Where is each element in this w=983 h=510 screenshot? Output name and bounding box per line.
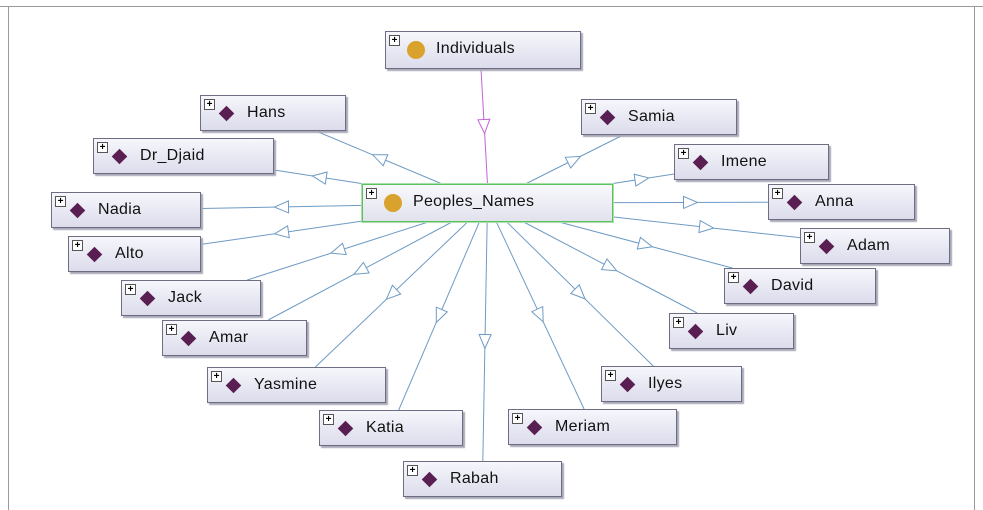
- plus-box-icon[interactable]: +: [512, 413, 523, 424]
- instance-arrow-adam: [698, 219, 715, 234]
- node-yasmine[interactable]: + Yasmine: [207, 367, 386, 403]
- individual-diamond-icon: [69, 202, 86, 219]
- individual-diamond-icon: [111, 148, 128, 165]
- node-rabah[interactable]: + Rabah: [403, 461, 562, 497]
- node-adam[interactable]: + Adam: [800, 228, 950, 264]
- node-label: Hans: [247, 104, 286, 121]
- individual-diamond-icon: [218, 105, 235, 122]
- plus-box-icon[interactable]: +: [204, 99, 215, 110]
- view-left-border: [8, 6, 9, 510]
- node-label: Peoples_Names: [413, 193, 535, 210]
- node-david[interactable]: + David: [724, 268, 876, 304]
- node-label: Anna: [815, 193, 854, 210]
- individual-diamond-icon: [180, 330, 197, 347]
- plus-box-icon[interactable]: +: [804, 232, 815, 243]
- view-top-border: [0, 6, 983, 7]
- class-circle-icon: [407, 41, 425, 59]
- class-circle-icon: [384, 194, 402, 212]
- plus-box-icon[interactable]: +: [728, 272, 739, 283]
- instance-arrow-katia: [435, 306, 449, 324]
- node-liv[interactable]: + Liv: [669, 313, 794, 349]
- plus-box-icon[interactable]: +: [72, 240, 83, 251]
- node-meriam[interactable]: + Meriam: [508, 409, 677, 445]
- node-label: Imene: [721, 153, 767, 170]
- node-label: Amar: [209, 329, 249, 346]
- plus-box-icon[interactable]: +: [605, 370, 616, 381]
- plus-box-icon[interactable]: +: [389, 35, 400, 46]
- node-label: Samia: [628, 108, 675, 125]
- node-samia[interactable]: + Samia: [581, 99, 737, 135]
- plus-box-icon[interactable]: +: [55, 196, 66, 207]
- individual-diamond-icon: [742, 278, 759, 295]
- individual-diamond-icon: [619, 376, 636, 393]
- individual-diamond-icon: [786, 194, 803, 211]
- instance-arrow-yasmine: [385, 284, 402, 301]
- individual-diamond-icon: [337, 420, 354, 437]
- node-dr-djaid[interactable]: + Dr_Djaid: [93, 138, 274, 174]
- plus-box-icon[interactable]: +: [585, 103, 596, 114]
- plus-box-icon[interactable]: +: [366, 188, 377, 199]
- plus-box-icon[interactable]: +: [407, 465, 418, 476]
- node-nadia[interactable]: + Nadia: [51, 192, 201, 228]
- individual-diamond-icon: [526, 419, 543, 436]
- individual-diamond-icon: [139, 290, 156, 307]
- node-imene[interactable]: + Imene: [674, 144, 829, 180]
- individual-diamond-icon: [687, 323, 704, 340]
- node-label: Rabah: [450, 470, 499, 487]
- plus-box-icon[interactable]: +: [323, 414, 334, 425]
- node-alto[interactable]: + Alto: [68, 236, 201, 272]
- instance-arrow-ilyes: [569, 283, 586, 300]
- instance-arrow-samia: [564, 155, 582, 169]
- instance-arrow-imene: [633, 173, 651, 187]
- instance-arrow-alto: [273, 224, 290, 239]
- node-label: Meriam: [555, 418, 611, 435]
- instance-arrow-liv: [600, 257, 618, 272]
- view-right-border: [974, 6, 975, 510]
- node-label: Jack: [168, 289, 203, 306]
- instance-arrow-dr-djaid: [311, 171, 328, 185]
- individual-diamond-icon: [86, 246, 103, 263]
- node-label: Nadia: [98, 201, 142, 218]
- plus-box-icon[interactable]: +: [678, 148, 689, 159]
- plus-box-icon[interactable]: +: [125, 284, 136, 295]
- node-anna[interactable]: + Anna: [768, 184, 915, 220]
- individual-diamond-icon: [225, 377, 242, 394]
- plus-box-icon[interactable]: +: [673, 317, 684, 328]
- instance-arrow-rabah: [478, 333, 492, 350]
- node-individuals[interactable]: + Individuals: [385, 31, 581, 69]
- node-peoples-names[interactable]: + Peoples_Names: [362, 184, 613, 222]
- node-label: Alto: [115, 245, 144, 262]
- instance-arrow-nadia: [273, 200, 290, 214]
- instance-arrow-anna: [683, 195, 699, 210]
- instance-arrow-amar: [352, 261, 370, 275]
- plus-box-icon[interactable]: +: [166, 324, 177, 335]
- instance-arrow-meriam: [530, 305, 544, 323]
- instance-arrow-david: [636, 236, 654, 250]
- node-label: Ilyes: [648, 375, 683, 392]
- plus-box-icon[interactable]: +: [97, 142, 108, 153]
- node-label: Individuals: [436, 40, 515, 57]
- node-amar[interactable]: + Amar: [162, 320, 307, 356]
- individual-diamond-icon: [599, 109, 616, 126]
- plus-box-icon[interactable]: +: [211, 371, 222, 382]
- node-hans[interactable]: + Hans: [200, 95, 346, 131]
- node-jack[interactable]: + Jack: [121, 280, 261, 316]
- individual-diamond-icon: [421, 471, 438, 488]
- individual-diamond-icon: [692, 154, 709, 171]
- subclass-arrow: [477, 118, 491, 135]
- node-label: Katia: [366, 419, 404, 436]
- node-label: Yasmine: [254, 376, 318, 393]
- node-ilyes[interactable]: + Ilyes: [601, 366, 742, 402]
- plus-box-icon[interactable]: +: [772, 188, 783, 199]
- node-label: Liv: [716, 322, 738, 339]
- individual-diamond-icon: [818, 238, 835, 255]
- instance-arrow-hans: [371, 154, 389, 167]
- node-katia[interactable]: + Katia: [319, 410, 463, 446]
- node-label: Adam: [847, 237, 890, 254]
- node-label: David: [771, 277, 814, 294]
- node-label: Dr_Djaid: [140, 147, 205, 164]
- instance-arrow-jack: [329, 242, 347, 256]
